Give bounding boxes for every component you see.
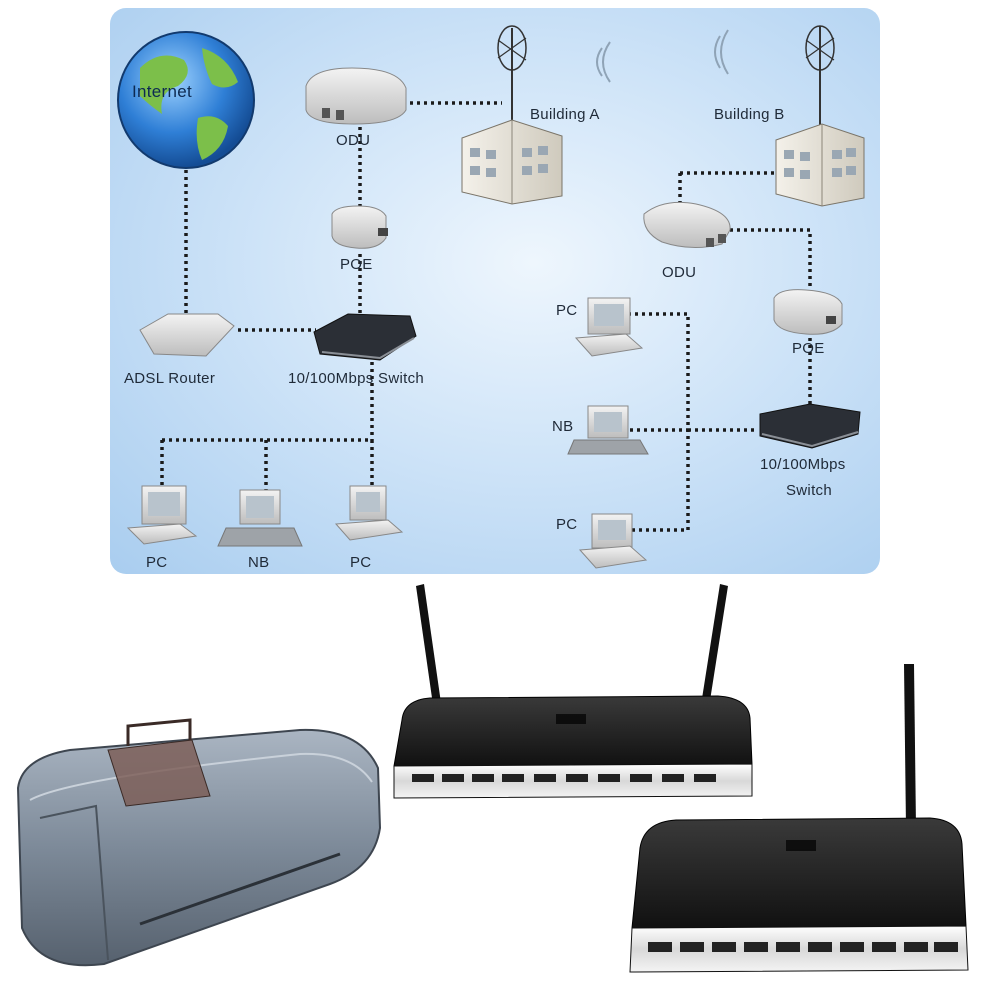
label-pc-left-1: PC bbox=[146, 554, 168, 571]
pc-left-1-icon bbox=[126, 485, 198, 545]
globe-icon bbox=[117, 31, 255, 169]
switch-a-icon bbox=[313, 313, 417, 361]
link-lines bbox=[160, 101, 812, 532]
label-adsl-router: ADSL Router bbox=[124, 370, 216, 387]
label-building-a: Building A bbox=[530, 106, 600, 123]
label-pc-left-2: PC bbox=[350, 554, 372, 571]
diagram-drawing bbox=[117, 25, 865, 569]
switch-b-icon bbox=[759, 403, 861, 449]
label-internet: Internet bbox=[132, 82, 193, 101]
pc-right-top-icon bbox=[574, 297, 644, 357]
poe-a-icon bbox=[331, 205, 388, 249]
wireless-signal-icon bbox=[596, 29, 729, 83]
access-point-device-icon bbox=[16, 718, 382, 967]
dual-antenna-router-icon bbox=[393, 584, 753, 799]
notebook-right-icon bbox=[567, 405, 649, 455]
building-a-icon bbox=[461, 25, 563, 205]
label-nb-left: NB bbox=[248, 554, 270, 571]
label-building-b: Building B bbox=[714, 106, 785, 123]
building-b-icon bbox=[775, 25, 865, 207]
odu-b-icon bbox=[643, 201, 731, 248]
label-nb-right: NB bbox=[552, 418, 574, 435]
label-pc-right-top: PC bbox=[556, 302, 578, 319]
network-diagram: Internet ODU POE Building A Building B O… bbox=[110, 8, 880, 574]
label-odu-b: ODU bbox=[662, 264, 697, 281]
single-antenna-router-icon bbox=[629, 664, 969, 973]
label-switch-a: 10/100Mbps Switch bbox=[288, 370, 425, 387]
mounting-bracket-icon bbox=[107, 718, 211, 807]
notebook-left-icon bbox=[217, 489, 303, 547]
label-switch-b-line2: Switch bbox=[786, 482, 832, 499]
pc-left-2-icon bbox=[334, 485, 404, 541]
pc-right-bottom-icon bbox=[578, 513, 648, 569]
label-poe-a: POE bbox=[340, 256, 373, 273]
odu-a-icon bbox=[305, 67, 407, 125]
poe-b-icon bbox=[773, 289, 843, 335]
label-odu-a: ODU bbox=[336, 132, 371, 149]
adsl-router-icon bbox=[139, 313, 235, 357]
product-photos bbox=[16, 584, 969, 973]
label-switch-b-line1: 10/100Mbps bbox=[760, 456, 846, 473]
label-pc-right-bottom: PC bbox=[556, 516, 578, 533]
label-poe-b: POE bbox=[792, 340, 825, 357]
